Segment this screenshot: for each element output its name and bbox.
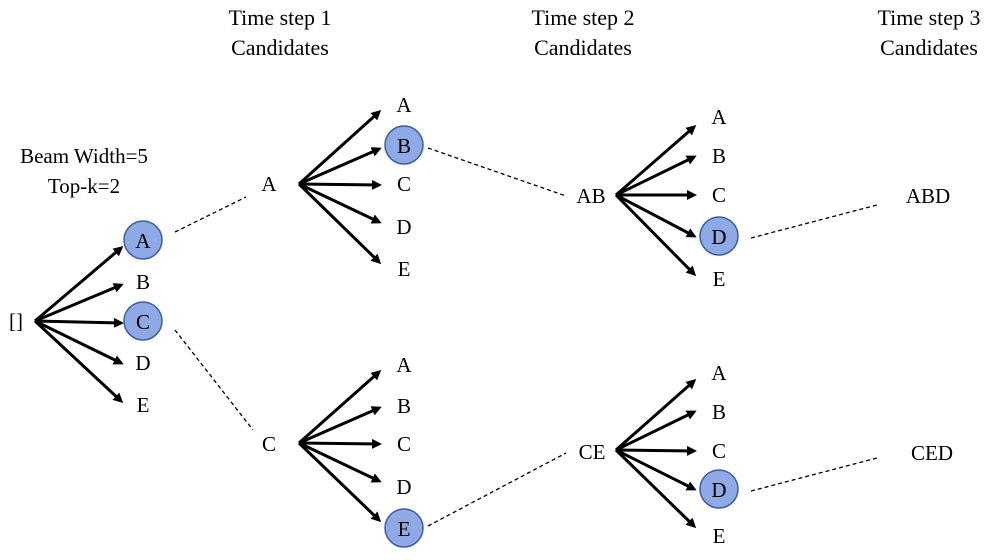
step1-candidate-a: A xyxy=(135,229,151,253)
step3-lower-candidate-c: C xyxy=(712,439,726,463)
root-node: [] xyxy=(9,309,23,333)
result-upper: ABD xyxy=(906,184,950,208)
header-time-step-1: Time step 1 Candidates xyxy=(228,5,331,60)
step3-lower-selected-d xyxy=(699,469,739,509)
beam-width-label: Beam Width=5 xyxy=(20,144,148,168)
header-t3-line2: Candidates xyxy=(880,35,978,60)
step2-upper-candidate-b: B xyxy=(397,134,411,158)
step3-upper-candidate-a: A xyxy=(711,105,727,129)
link-d-to-result-ced xyxy=(750,457,878,492)
step1-candidate-c: C xyxy=(136,310,150,334)
step3-upper-arrows xyxy=(614,125,697,277)
step2-prefix-upper: A xyxy=(261,172,277,196)
step1-candidate-b: B xyxy=(136,270,150,294)
step1-candidate-d: D xyxy=(135,351,150,375)
step2-upper-arrows xyxy=(297,109,382,265)
step2-lower-candidate-a: A xyxy=(396,353,412,377)
header-t1-line2: Candidates xyxy=(231,35,329,60)
step2-lower-candidate-b: B xyxy=(397,394,411,418)
step1-candidate-e: E xyxy=(137,393,150,417)
step3-upper-candidate-e: E xyxy=(713,267,726,291)
header-t2-line1: Time step 2 xyxy=(531,5,634,30)
step3-prefix-upper: AB xyxy=(576,184,605,208)
header-t2-line2: Candidates xyxy=(534,35,632,60)
link-e-to-prefix-ce xyxy=(427,452,567,527)
step2-upper-candidate-a: A xyxy=(396,93,412,117)
top-k-label: Top-k=2 xyxy=(48,174,120,198)
step2-upper-selected-b xyxy=(384,125,424,165)
step3-upper-candidate-c: C xyxy=(712,183,726,207)
step2-lower-arrows xyxy=(297,370,382,523)
step2-lower-candidate-d: D xyxy=(396,475,411,499)
link-a-to-prefix-a xyxy=(174,196,247,233)
step2-upper-candidate-c: C xyxy=(397,172,411,196)
header-t1-line1: Time step 1 xyxy=(228,5,331,30)
result-lower: CED xyxy=(911,441,953,465)
header-time-step-2: Time step 2 Candidates xyxy=(531,5,634,60)
link-b-to-prefix-ab xyxy=(427,147,567,197)
step2-upper-candidate-d: D xyxy=(396,215,411,239)
header-time-step-3: Time step 3 Candidates xyxy=(877,5,980,60)
step2-lower-candidate-e: E xyxy=(398,517,411,541)
step3-upper-selected-d xyxy=(699,216,739,256)
step3-upper-candidate-d: D xyxy=(711,225,726,249)
header-t3-line1: Time step 3 xyxy=(877,5,980,30)
step3-upper-candidate-b: B xyxy=(712,144,726,168)
link-d-to-result-abd xyxy=(750,204,878,239)
step2-lower-selected-e xyxy=(384,508,424,548)
step1-selected-a xyxy=(123,220,163,260)
link-c-to-prefix-c xyxy=(174,329,254,431)
step3-lower-candidate-e: E xyxy=(713,524,726,548)
step3-lower-candidate-d: D xyxy=(711,478,726,502)
step3-lower-arrows xyxy=(614,379,697,529)
step3-lower-candidate-a: A xyxy=(711,361,727,385)
step3-prefix-lower: CE xyxy=(579,440,606,464)
step3-lower-candidate-b: B xyxy=(712,400,726,424)
step2-upper-candidate-e: E xyxy=(398,257,411,281)
step1-selected-c xyxy=(123,301,163,341)
step1-arrows xyxy=(33,246,124,404)
step2-prefix-lower: C xyxy=(262,432,276,456)
step2-lower-candidate-c: C xyxy=(397,432,411,456)
